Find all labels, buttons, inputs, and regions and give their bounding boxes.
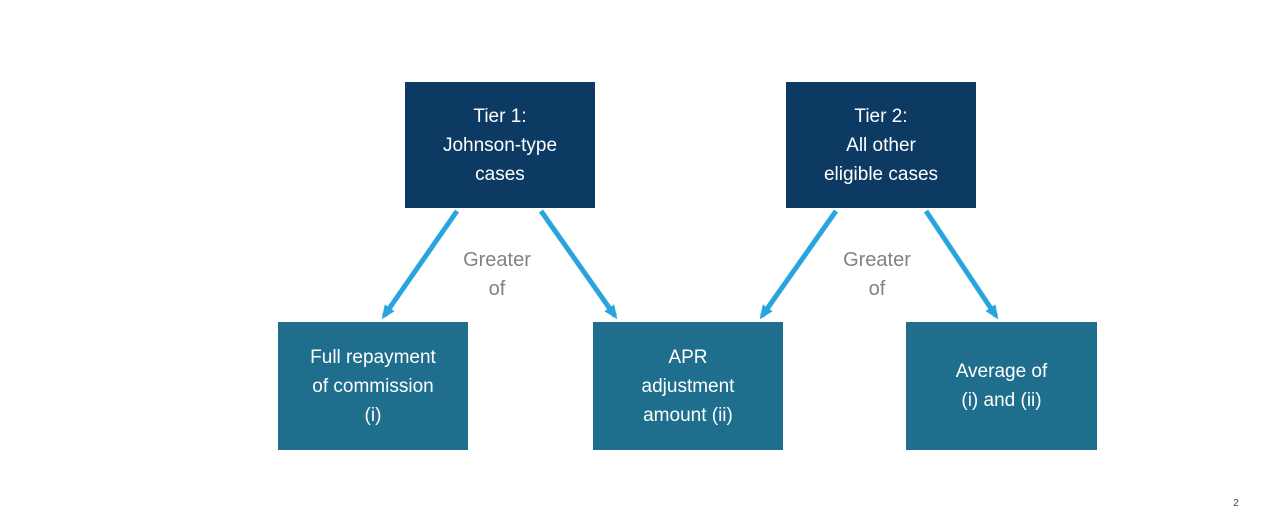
apr-adjustment-box: APR adjustment amount (ii) (593, 322, 783, 450)
apr-adjustment-label: APR adjustment amount (ii) (641, 346, 735, 426)
tier2-label: Tier 2: All other eligible cases (823, 105, 939, 185)
average-label: Average of (i) and (ii) (955, 361, 1048, 411)
greater-of-label-right: Greater of (843, 249, 911, 300)
full-repayment-label: Full repayment of commission (i) (310, 346, 436, 426)
full-repayment-box: Full repayment of commission (i) (278, 322, 468, 450)
tier2-box: Tier 2: All other eligible cases (786, 82, 976, 208)
average-box: Average of (i) and (ii) (906, 322, 1097, 450)
tier1-box: Tier 1: Johnson-type cases (405, 82, 595, 208)
page-number: 2 (1233, 498, 1239, 509)
greater-of-label-left: Greater of (463, 249, 531, 300)
tier1-label: Tier 1: Johnson-type cases (442, 105, 558, 185)
